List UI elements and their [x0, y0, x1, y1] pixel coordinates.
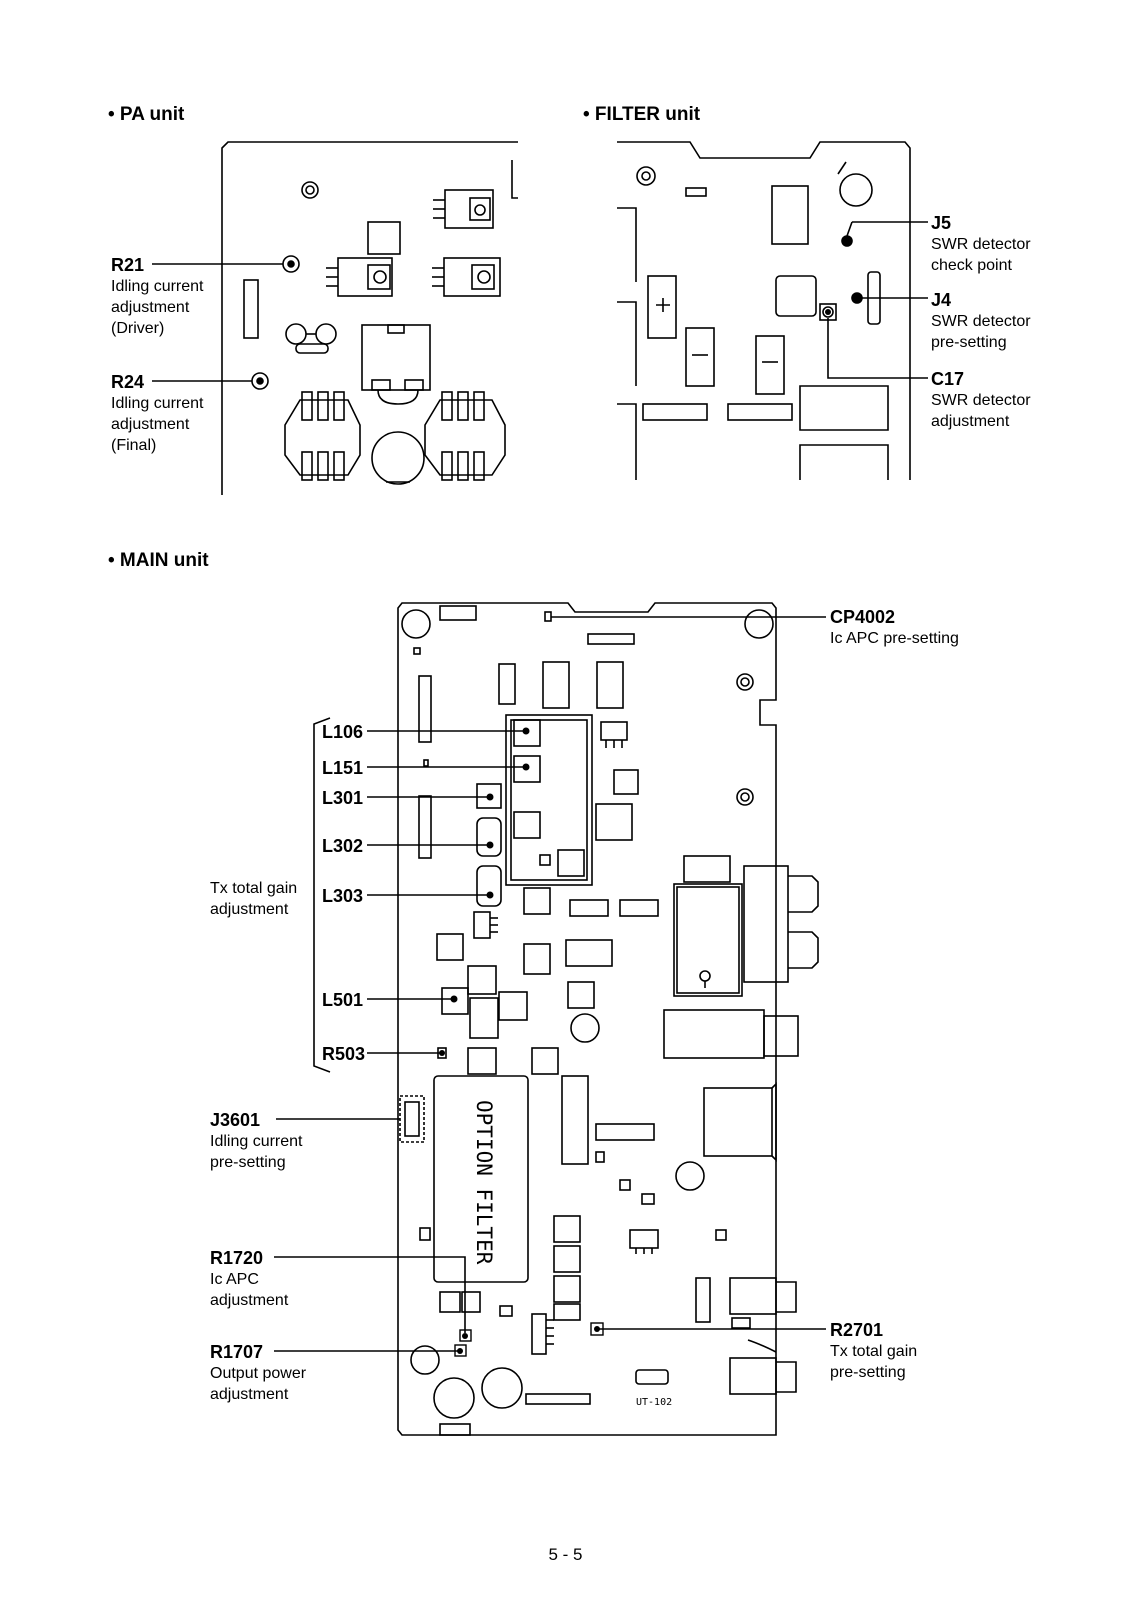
- l301-label: L301: [322, 788, 364, 808]
- filter-unit-title: • FILTER unit: [583, 104, 701, 125]
- r1720-label: R1720 Ic APC adjustment: [210, 1248, 289, 1309]
- r24-label: R24 Idling current adjustment (Final): [111, 372, 204, 454]
- cp4002-label: CP4002 Ic APC pre-setting: [830, 607, 959, 647]
- main-unit-title: • MAIN unit: [108, 550, 209, 571]
- main-board: [397, 602, 819, 1436]
- c17-label: C17 SWR detector adjustment: [931, 369, 1031, 430]
- adjustment-points: [439, 309, 831, 1354]
- r503-label: R503: [322, 1044, 366, 1064]
- filter-board: [617, 141, 911, 480]
- l501-label: L501: [322, 990, 364, 1010]
- pa-board: [221, 141, 518, 495]
- r2701-label: R2701 Tx total gain pre-setting: [830, 1320, 918, 1381]
- j4-label: J4 SWR detector pre-setting: [931, 290, 1031, 351]
- r1707-label: R1707 Output power adjustment: [210, 1342, 307, 1403]
- pa-unit-title: • PA unit: [108, 104, 185, 125]
- tx-total-gain-label: Tx total gain adjustment: [210, 880, 298, 918]
- r21-label: R21 Idling current adjustment (Driver): [111, 255, 204, 337]
- ut-label: UT-102: [636, 1397, 672, 1408]
- j5-label: J5 SWR detector check point: [931, 213, 1031, 274]
- page-number: 5 - 5: [548, 1545, 583, 1564]
- l302-label: L302: [322, 836, 364, 856]
- leader-lines: [152, 221, 928, 1352]
- l106-label: L106: [322, 722, 364, 742]
- j3601-label: J3601 Idling current pre-setting: [210, 1110, 303, 1171]
- option-filter-text: OPTION FILTER: [472, 1100, 496, 1265]
- l151-label: L151: [322, 758, 364, 778]
- l303-label: L303: [322, 886, 364, 906]
